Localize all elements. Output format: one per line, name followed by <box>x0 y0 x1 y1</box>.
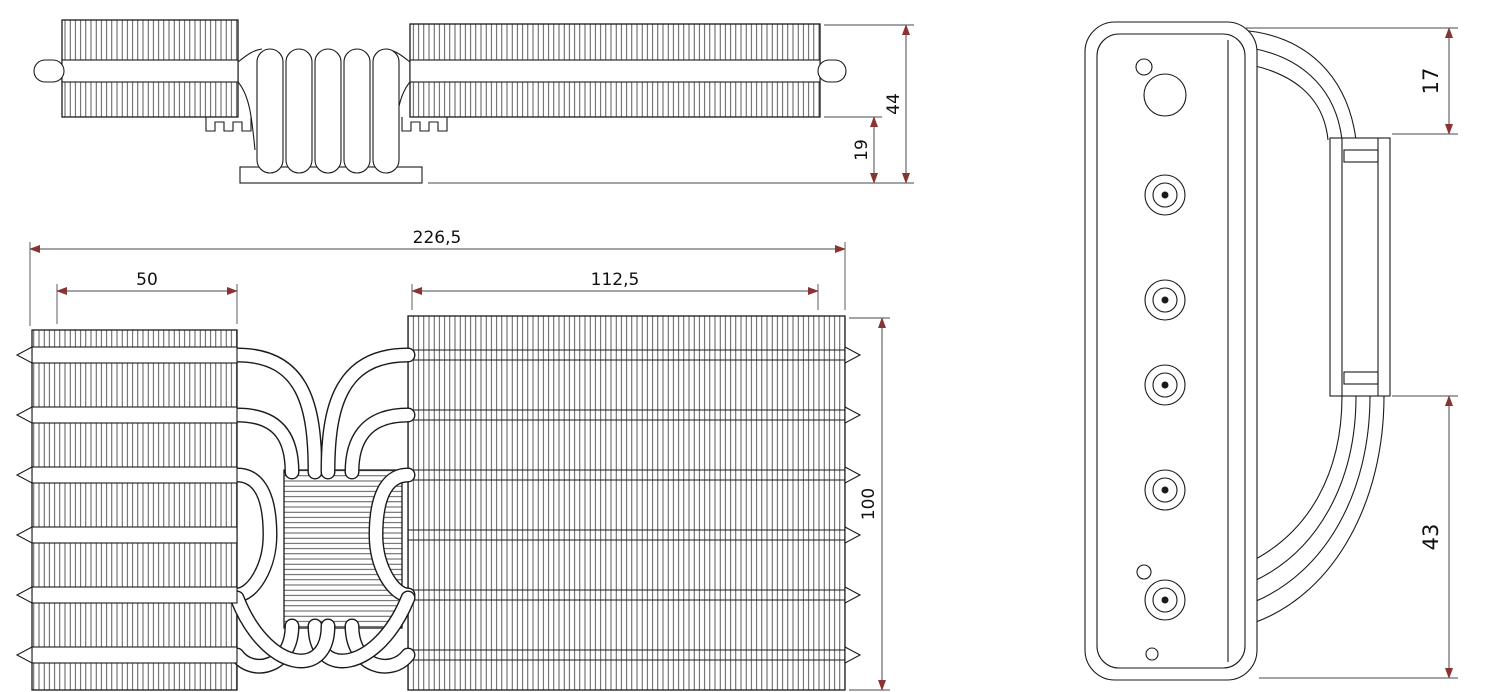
side-view-header-plate-inner <box>1096 33 1246 669</box>
front-view-serpentine-tubes <box>229 347 416 674</box>
front-view-right-tube-lines <box>408 349 845 661</box>
dim-label-top-depth: 17 <box>1419 68 1443 95</box>
front-view-left-edge-stubs <box>15 346 33 664</box>
side-view-fin-pack-edge <box>1329 137 1391 397</box>
side-view-header-plate <box>1084 21 1258 681</box>
front-view-left-tube-bands <box>31 346 238 664</box>
dim-label-core-height: 100 <box>859 488 879 520</box>
dim-label-left-section: 50 <box>136 270 158 290</box>
side-view <box>1084 21 1391 681</box>
dim-label-lower-height: 19 <box>852 139 872 161</box>
front-view-left-fin-pack <box>31 329 238 691</box>
dim-label-bottom-depth: 43 <box>1419 524 1443 551</box>
top-view <box>33 19 847 184</box>
dim-label-right-section: 112,5 <box>591 270 640 290</box>
top-view-right-stub <box>817 59 847 83</box>
top-view-tube-loops <box>256 48 400 174</box>
top-view-left-tube-band <box>61 59 239 83</box>
dim-label-total-height: 44 <box>884 93 904 115</box>
dimensions-side-view: 17 43 <box>1244 27 1458 679</box>
top-view-left-bracket <box>205 117 252 132</box>
top-view-connector-line <box>237 48 263 63</box>
top-view-right-tube-band <box>409 59 821 83</box>
front-view-right-edge-stubs <box>844 346 862 664</box>
top-view-right-bracket <box>401 117 448 132</box>
top-view-left-stub <box>33 59 65 83</box>
dimensions-top-view: 19 44 <box>428 24 914 184</box>
top-view-connector-line <box>237 81 256 151</box>
front-view-right-fin-pack <box>407 315 846 691</box>
side-view-fittings <box>1135 58 1187 661</box>
dim-label-overall-width: 226,5 <box>413 228 462 248</box>
side-view-bottom-tubes <box>1249 395 1385 623</box>
front-view <box>15 315 862 691</box>
dimensions-front-view: 226,5 50 112,5 100 <box>29 228 890 691</box>
